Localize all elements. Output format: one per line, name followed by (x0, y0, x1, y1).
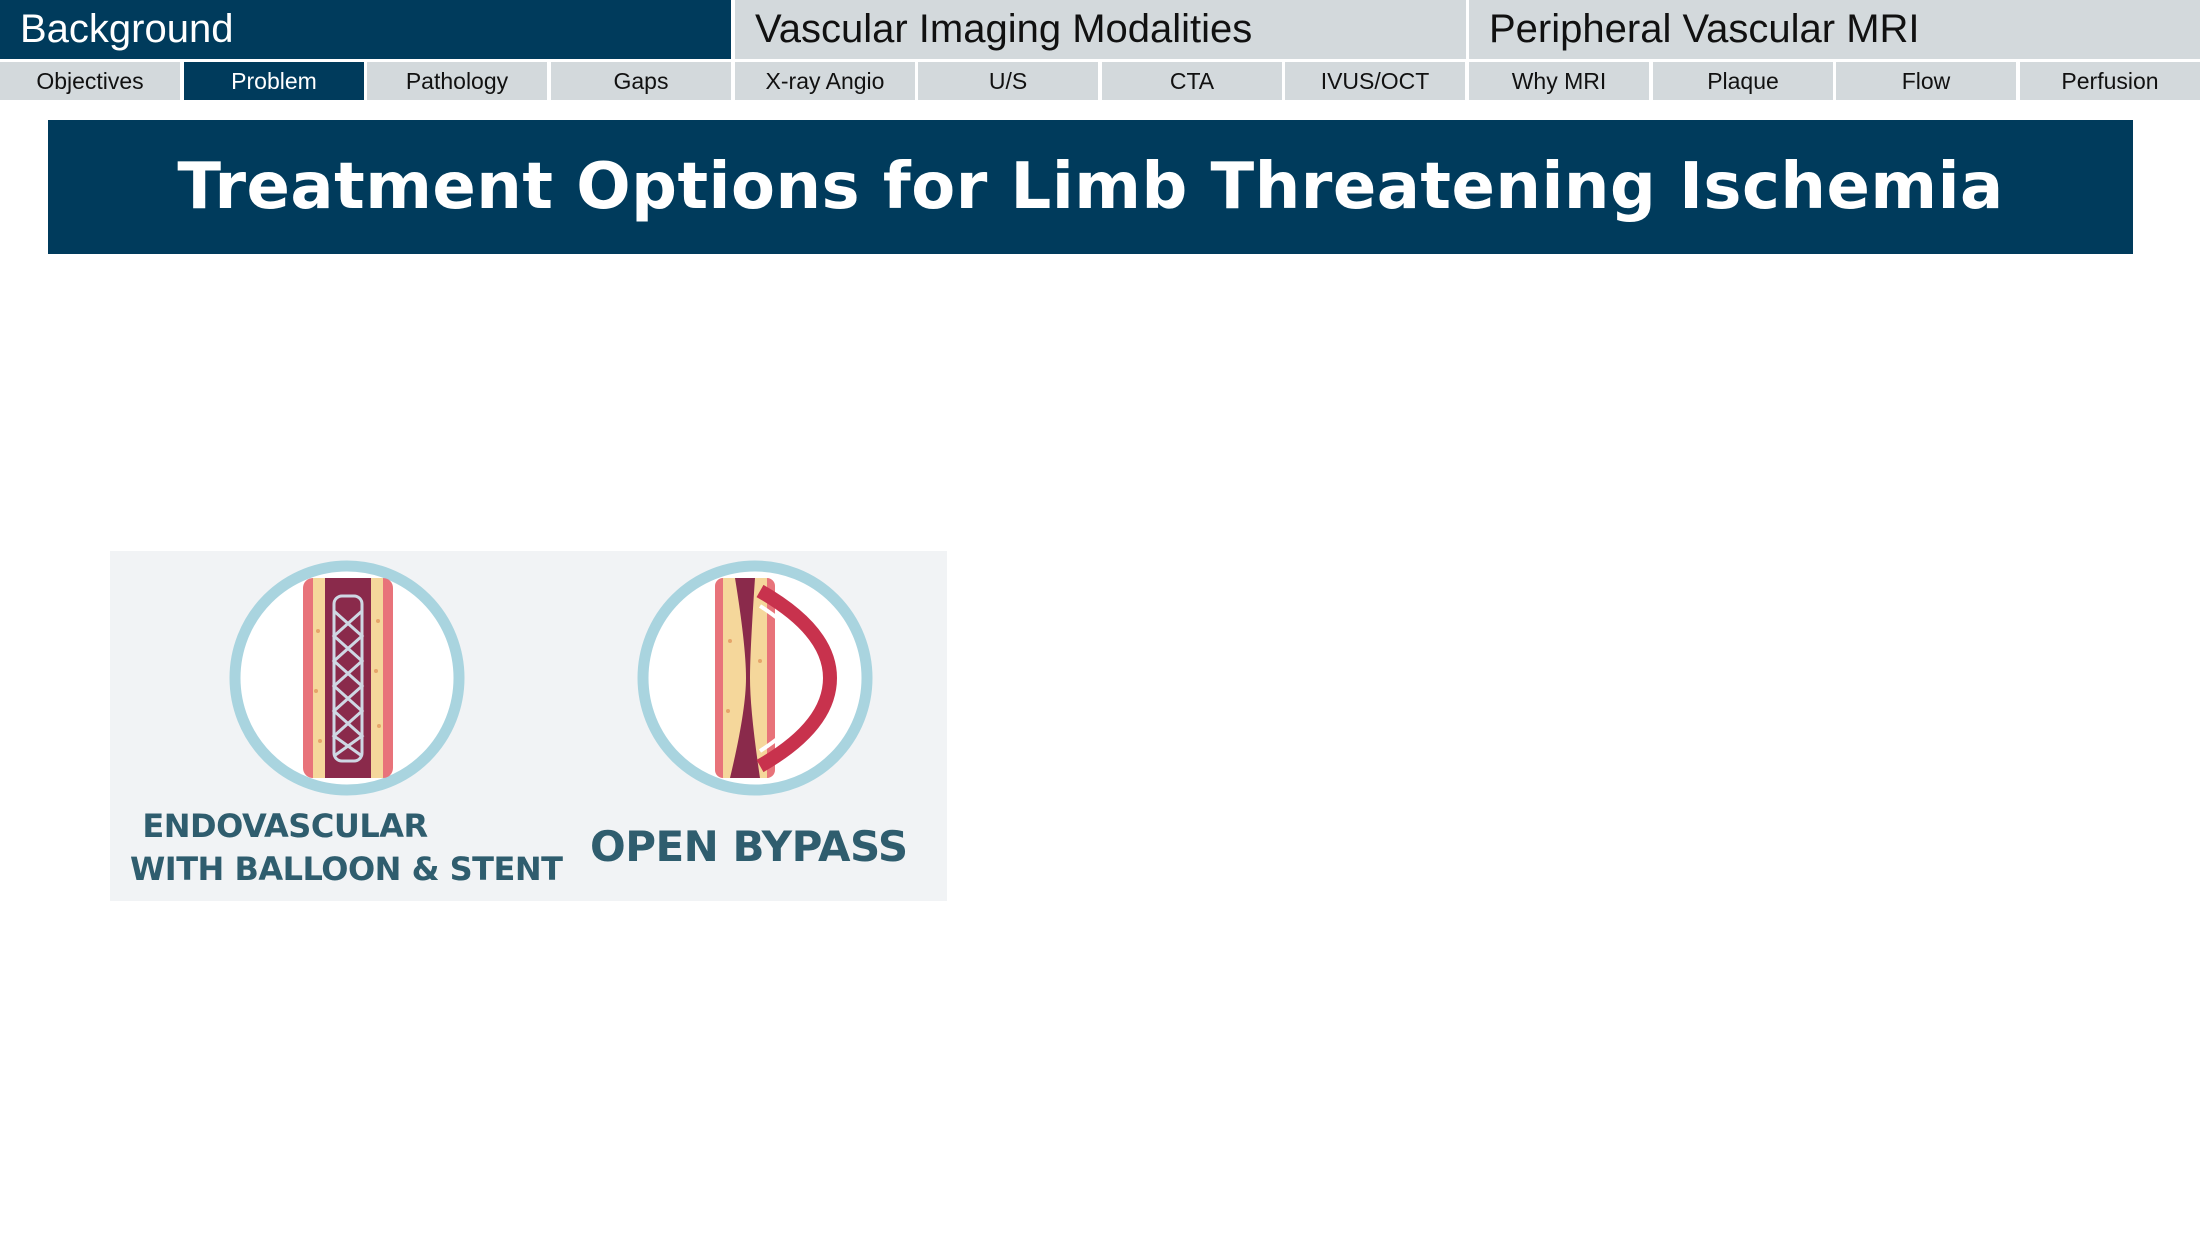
endovascular-caption-line2: WITH BALLOON & STENT (130, 850, 563, 888)
endovascular-caption-line1: ENDOVASCULAR (142, 807, 428, 845)
stented-artery-icon (229, 560, 465, 796)
bypass-artery-icon (637, 560, 873, 796)
tab-flow[interactable]: Flow (1836, 62, 2016, 100)
section-tab-peripheral-vascular-mri[interactable]: Peripheral Vascular MRI (1469, 0, 2200, 59)
tab-problem[interactable]: Problem (184, 62, 364, 100)
tab-pathology[interactable]: Pathology (367, 62, 547, 100)
tab-perfusion[interactable]: Perfusion (2020, 62, 2200, 100)
tab-gaps[interactable]: Gaps (551, 62, 731, 100)
tab-plaque[interactable]: Plaque (1653, 62, 1833, 100)
open-bypass-caption: OPEN BYPASS (590, 822, 908, 871)
section-tab-background[interactable]: Background (0, 0, 731, 59)
tab-objectives[interactable]: Objectives (0, 62, 180, 100)
section-nav: Background Vascular Imaging Modalities P… (0, 0, 2200, 59)
tab-us[interactable]: U/S (918, 62, 1098, 100)
illustration-graphic (229, 560, 873, 796)
section-tab-vascular-imaging-modalities[interactable]: Vascular Imaging Modalities (735, 0, 1466, 59)
subsection-nav: Objectives Problem Pathology Gaps X-ray … (0, 62, 2200, 100)
slide-title: Treatment Options for Limb Threatening I… (177, 150, 2004, 224)
treatment-illustration: ENDOVASCULAR WITH BALLOON & STENT OPEN B… (110, 551, 947, 901)
tab-x-ray-angio[interactable]: X-ray Angio (735, 62, 915, 100)
tab-why-mri[interactable]: Why MRI (1469, 62, 1649, 100)
title-banner: Treatment Options for Limb Threatening I… (48, 120, 2133, 254)
tab-cta[interactable]: CTA (1102, 62, 1282, 100)
tab-ivus-oct[interactable]: IVUS/OCT (1285, 62, 1465, 100)
